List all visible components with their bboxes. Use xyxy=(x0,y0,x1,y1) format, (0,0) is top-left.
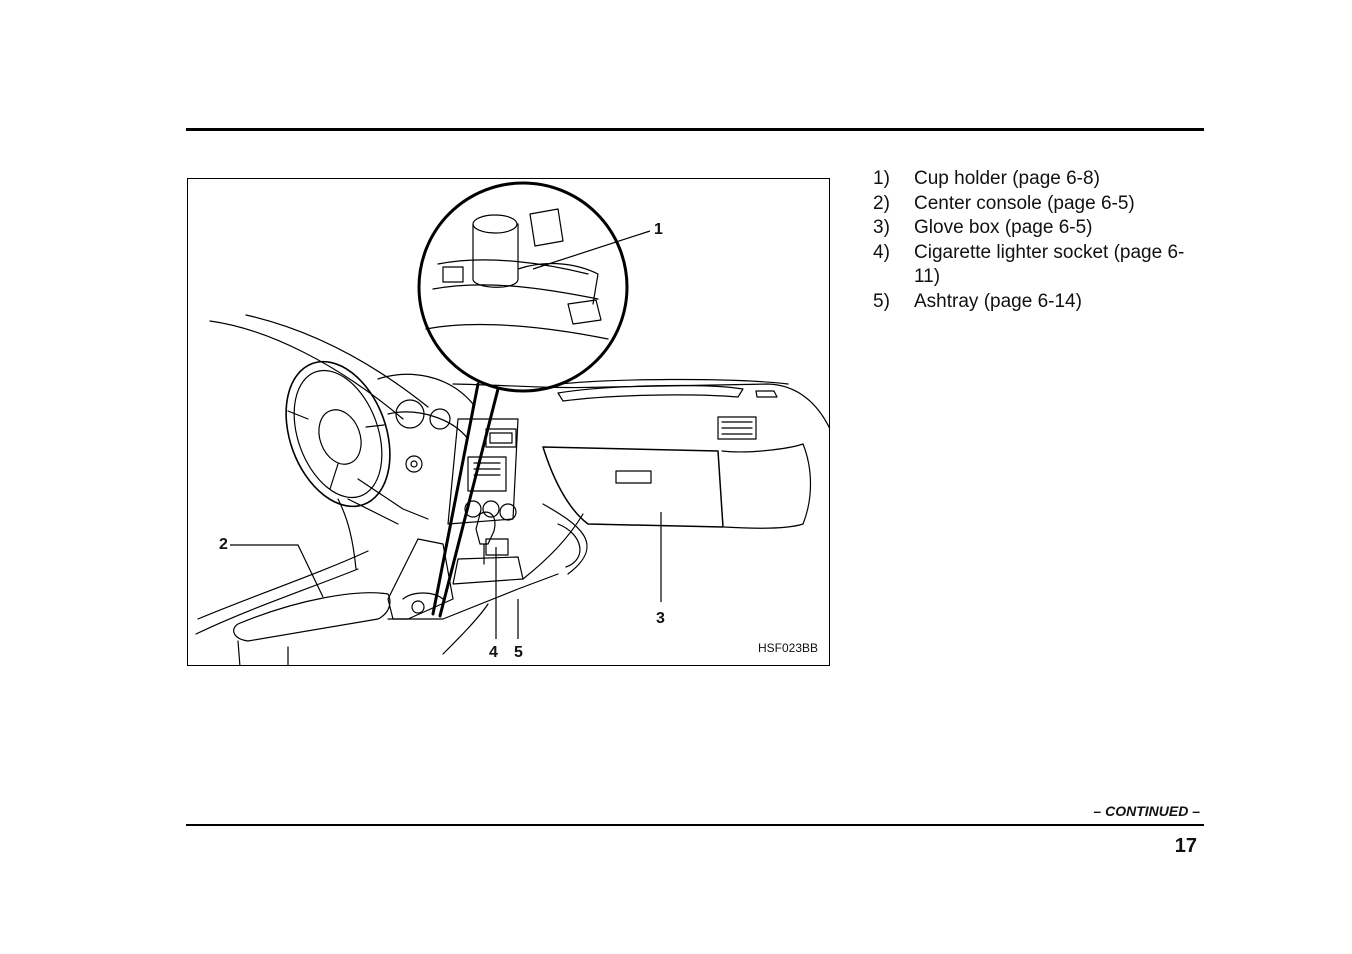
callout-3: 3 xyxy=(656,610,665,627)
callout-4: 4 xyxy=(489,644,498,661)
legend-item: 3) Glove box (page 6-5) xyxy=(873,216,1208,241)
legend-list: 1) Cup holder (page 6-8) 2) Center conso… xyxy=(873,167,1208,315)
legend-number: 4) xyxy=(873,241,890,263)
legend-number: 2) xyxy=(873,192,890,214)
dashboard-drawing xyxy=(195,181,829,665)
callout-5: 5 xyxy=(514,644,523,661)
legend-text: Cup holder (page 6-8) xyxy=(914,168,1100,189)
legend-number: 3) xyxy=(873,217,890,239)
callout-1: 1 xyxy=(654,221,663,238)
legend-text: Cigarette lighter socket (page 6-11) xyxy=(914,241,1185,288)
legend-item: 4) Cigarette lighter socket (page 6-11) xyxy=(873,241,1208,290)
legend-item: 1) Cup holder (page 6-8) xyxy=(873,167,1208,192)
legend-number: 1) xyxy=(873,168,890,189)
legend-number: 5) xyxy=(873,290,890,312)
top-rule xyxy=(186,128,1204,131)
page-number: 17 xyxy=(1174,835,1197,857)
legend-item: 2) Center console (page 6-5) xyxy=(873,192,1208,217)
legend-text: Center console (page 6-5) xyxy=(914,192,1135,214)
callout-leaders xyxy=(230,230,662,639)
dashboard-illustration: 1 2 3 4 5 HSF023BB xyxy=(187,178,830,666)
legend-text: Ashtray (page 6-14) xyxy=(914,290,1082,312)
continued-label: – CONTINUED – xyxy=(1093,803,1200,819)
figure-code: HSF023BB xyxy=(757,641,818,655)
callout-2: 2 xyxy=(219,536,228,553)
legend-item: 5) Ashtray (page 6-14) xyxy=(873,290,1208,315)
bottom-rule xyxy=(186,824,1204,826)
legend-text: Glove box (page 6-5) xyxy=(914,217,1093,239)
